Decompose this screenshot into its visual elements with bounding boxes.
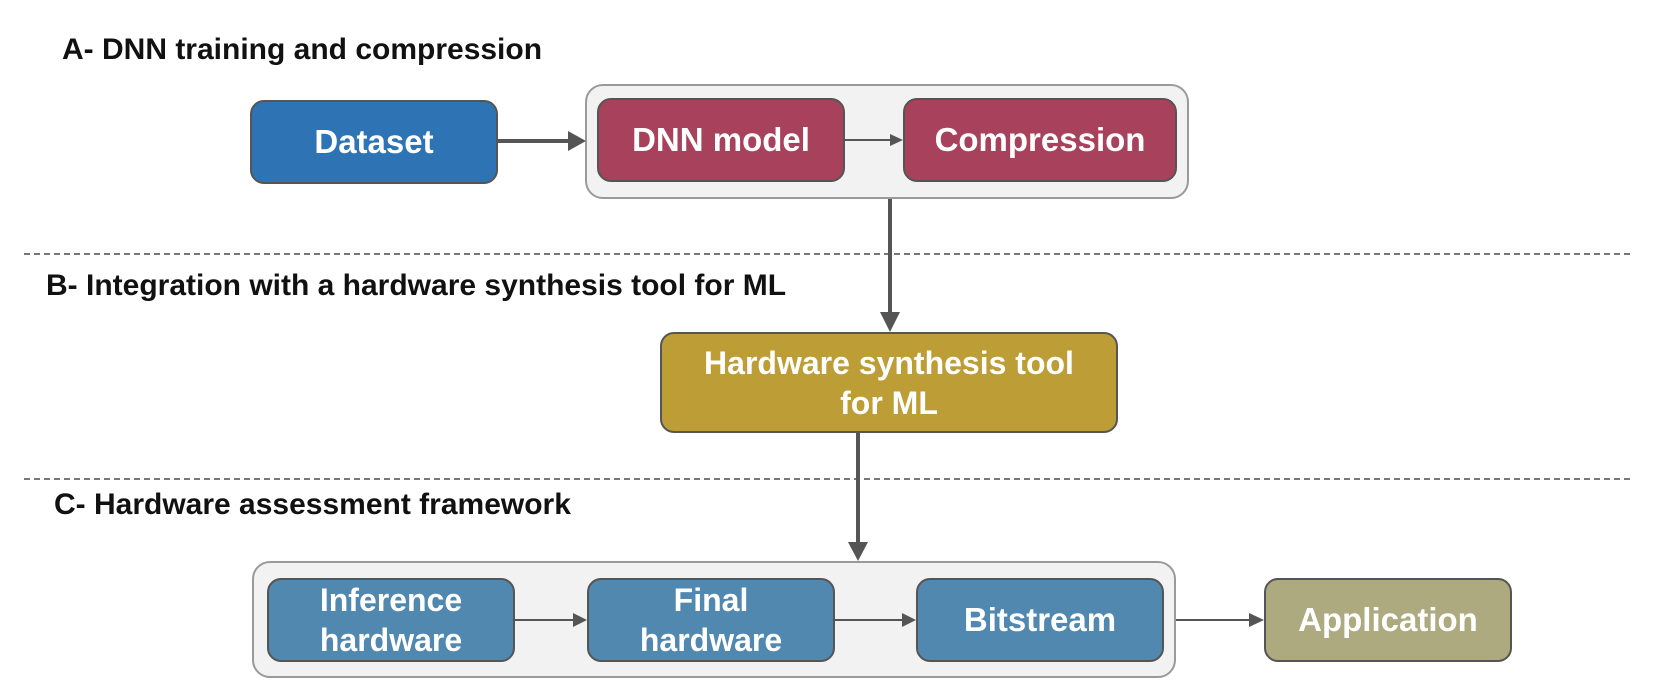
application-node[interactable]: Application <box>1264 578 1512 662</box>
arrow-final-hardware-to-bitstream <box>835 613 916 627</box>
arrow-dataset-to-dnn-group <box>498 131 586 151</box>
arrow-synthesis-tool-to-hardware-group <box>848 433 868 561</box>
dataset-node[interactable]: Dataset <box>250 100 498 184</box>
section-a-title: A- DNN training and compression <box>62 33 543 66</box>
bitstream-node[interactable]: Bitstream <box>916 578 1164 662</box>
arrow-inference-to-final-hardware <box>515 613 587 627</box>
compression-node[interactable]: Compression <box>903 98 1177 182</box>
hardware-synthesis-tool-node[interactable]: Hardware synthesis tool for ML <box>660 332 1118 433</box>
arrow-dnn-group-to-synthesis-tool <box>880 199 900 332</box>
arrow-dnn-model-to-compression <box>845 134 903 146</box>
divider-b-c <box>24 478 1630 480</box>
section-c-title: C- Hardware assessment framework <box>54 488 571 521</box>
dnn-model-node[interactable]: DNN model <box>597 98 845 182</box>
section-b-title: B- Integration with a hardware synthesis… <box>46 269 787 302</box>
final-hardware-node[interactable]: Final hardware <box>587 578 835 662</box>
inference-hardware-node[interactable]: Inference hardware <box>267 578 515 662</box>
divider-a-b <box>24 253 1630 255</box>
arrow-hardware-group-to-application <box>1176 613 1264 627</box>
